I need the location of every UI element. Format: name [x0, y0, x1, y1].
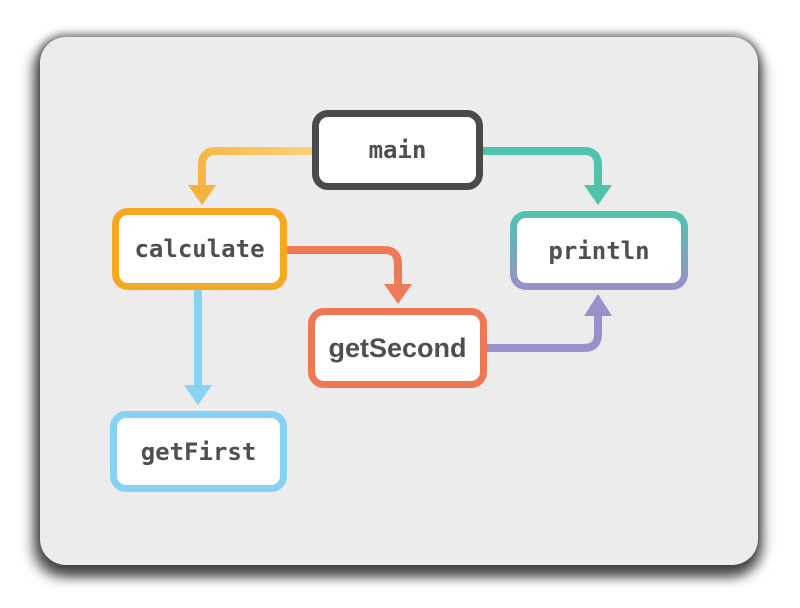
node-println: println: [510, 211, 688, 290]
node-getSecond: getSecond: [308, 308, 487, 388]
node-calculate: calculate: [112, 208, 287, 290]
node-getFirst: getFirst: [110, 411, 287, 492]
node-main: main: [312, 110, 483, 190]
node-println-label: println: [548, 236, 650, 265]
node-main-label: main: [368, 136, 427, 164]
node-calculate-label: calculate: [134, 235, 265, 263]
node-getFirst-label: getFirst: [140, 437, 257, 466]
node-println-inner: println: [517, 218, 681, 283]
node-getSecond-label: getSecond: [328, 332, 467, 363]
